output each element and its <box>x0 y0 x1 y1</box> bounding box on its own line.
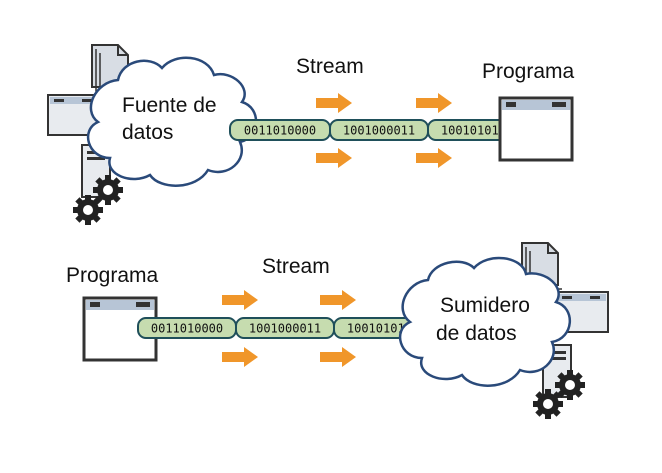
svg-text:1001010101: 1001010101 <box>441 124 513 138</box>
cloud-icon <box>398 256 572 387</box>
source-label: Fuente de <box>122 94 217 117</box>
stream-label: Stream <box>262 255 330 278</box>
sink-label-line2: de datos <box>436 322 517 345</box>
gear-icon <box>73 195 103 225</box>
arrow-right-icon <box>320 290 356 310</box>
program-window-icon <box>498 96 574 162</box>
sink-node: Sumidero de datos <box>398 242 609 419</box>
sink-label: Sumidero <box>440 294 530 317</box>
arrow-right-icon <box>316 93 352 113</box>
svg-text:0011010000: 0011010000 <box>244 124 316 138</box>
program-label: Programa <box>482 60 575 83</box>
arrow-right-icon <box>416 93 452 113</box>
data-stream: 0011010000 1001000011 1001010101 <box>137 317 433 339</box>
cloud-icon <box>86 56 258 187</box>
stream-label: Stream <box>296 55 364 78</box>
arrow-right-icon <box>320 347 356 367</box>
source-label-line2: datos <box>122 121 173 144</box>
source-node: Fuente de datos <box>47 44 258 225</box>
svg-text:0011010000: 0011010000 <box>151 322 223 336</box>
stream-chunk: 0011010000 <box>137 317 237 339</box>
arrow-right-icon <box>316 148 352 168</box>
svg-text:1001000011: 1001000011 <box>343 124 415 138</box>
arrow-right-icon <box>416 148 452 168</box>
gear-icon <box>533 389 563 419</box>
program-label: Programa <box>66 264 159 287</box>
data-stream: 0011010000 1001000011 1001010101 <box>229 119 527 141</box>
arrow-right-icon <box>222 347 258 367</box>
svg-text:1001000011: 1001000011 <box>249 322 321 336</box>
stream-chunk: 0011010000 <box>229 119 331 141</box>
arrow-right-icon <box>222 290 258 310</box>
stream-chunk: 1001000011 <box>329 119 429 141</box>
stream-chunk: 1001000011 <box>235 317 335 339</box>
